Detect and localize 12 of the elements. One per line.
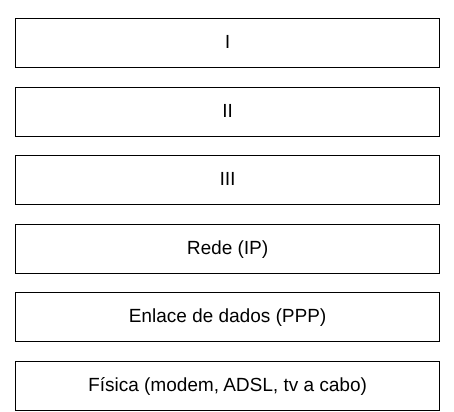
layer-box [15, 155, 440, 206]
layer-label: Física (modem, ADSL, tv a cabo) [88, 375, 367, 397]
layer-label: III [220, 169, 236, 192]
layer-box [15, 18, 440, 68]
layer-box [15, 361, 440, 411]
layer-box [15, 292, 440, 342]
layer-label: II [222, 100, 233, 123]
layer-box [15, 224, 440, 274]
layer-label: I [224, 32, 230, 54]
layer-label: Rede (IP) [186, 238, 268, 260]
layer-label: Enlace de dados (PPP) [128, 306, 326, 328]
layer-box [15, 86, 440, 137]
